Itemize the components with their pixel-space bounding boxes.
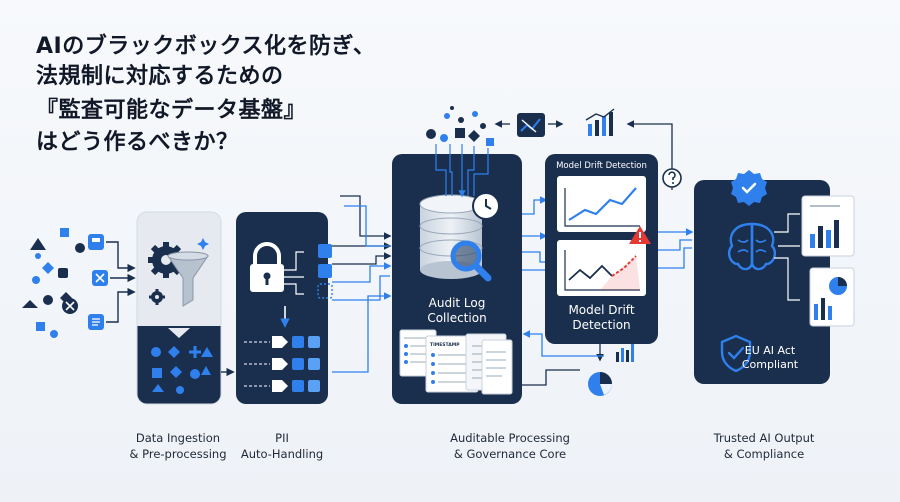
audit-doc-2: TIMESTAMP [425,335,479,393]
flow-down-marker [168,328,190,338]
caption-governance-line-1: Auditable Processing [450,431,570,445]
small-gear-icon [149,289,165,305]
clock-icon [472,192,500,220]
input-connectors [106,241,136,323]
feedback-to-core-line [522,330,604,357]
input-data-icons [62,234,108,330]
audit-log-label-line-2: Collection [427,311,486,325]
caption-output-line-2: & Compliance [723,447,805,461]
bar-chart-icon [585,108,615,136]
line-chart-tile-icon [517,113,545,137]
core-input-scatter [426,106,494,146]
eu-ai-act-line-2: Compliant [742,358,799,371]
pii-token-icons [317,244,333,299]
audit-doc-4 [481,339,513,395]
connectors-drift-to-output [658,228,694,269]
audit-doc-timestamp: TIMESTAMP [430,342,460,348]
sparkle-icon [197,238,209,250]
question-icon [662,168,682,188]
caption-output-line-1: Trusted AI Output [713,431,815,445]
ingestion-panel [136,211,222,405]
magnifier-icon [450,240,492,282]
title-line-3: 『監査可能なデータ基盤』 [36,98,307,123]
verified-badge-icon [731,170,767,206]
report-card-1 [801,195,855,257]
drift-label-line-1: Model Drift [568,303,634,317]
caption-pii-line-2: Auto-Handling [240,447,324,461]
brain-to-reports-lines [774,213,800,301]
caption-ingestion: Data Ingestion & Pre-processing [68,430,288,462]
connectors-core-to-drift [522,196,548,271]
funnel-icon [167,251,209,307]
drift-chart-normal [557,176,646,232]
connectors-pii-to-core-blue [332,205,392,373]
title-line-4: はどう作るべきか？ [36,130,239,155]
raw-data-scatter [22,228,85,338]
small-bar-chart-icon [616,344,634,362]
drift-label-line-2: Detection [572,318,630,332]
lock-icon [250,242,284,292]
pie-chart-icon [588,372,612,396]
drift-top-label: Model Drift Detection [556,161,647,171]
audit-log-label-line-1: Audit Log [429,296,486,310]
sorted-data-shapes [151,346,213,394]
caption-pii-line-1: PII [275,431,289,445]
title-line-1: AIのブラックボックス化を防ぎ、 [36,34,376,59]
core-input-converge [435,144,489,198]
feedback-loop-lines [522,120,673,386]
caption-governance: Auditable Processing & Governance Core [400,430,620,462]
caption-output: Trusted AI Output & Compliance [654,430,874,462]
pii-panel [236,212,328,404]
caption-governance-line-2: & Governance Core [453,447,567,461]
pii-lock-connectors [284,251,304,295]
warning-icon [629,226,651,244]
title-line-2: 法規制に対応するための [36,64,284,89]
eu-ai-act-line-1: EU AI Act [745,344,796,357]
drift-chart-alert [557,240,646,296]
caption-ingestion-line-1: Data Ingestion [135,431,221,445]
caption-ingestion-line-2: & Pre-processing [129,447,227,461]
caption-pii: PII Auto-Handling [172,430,392,462]
output-panel [694,180,830,384]
database-icon [419,194,483,279]
pii-masking-rows [244,336,320,392]
brain-icon [727,222,777,271]
shield-check-icon [720,334,752,373]
report-card-2 [809,267,855,327]
